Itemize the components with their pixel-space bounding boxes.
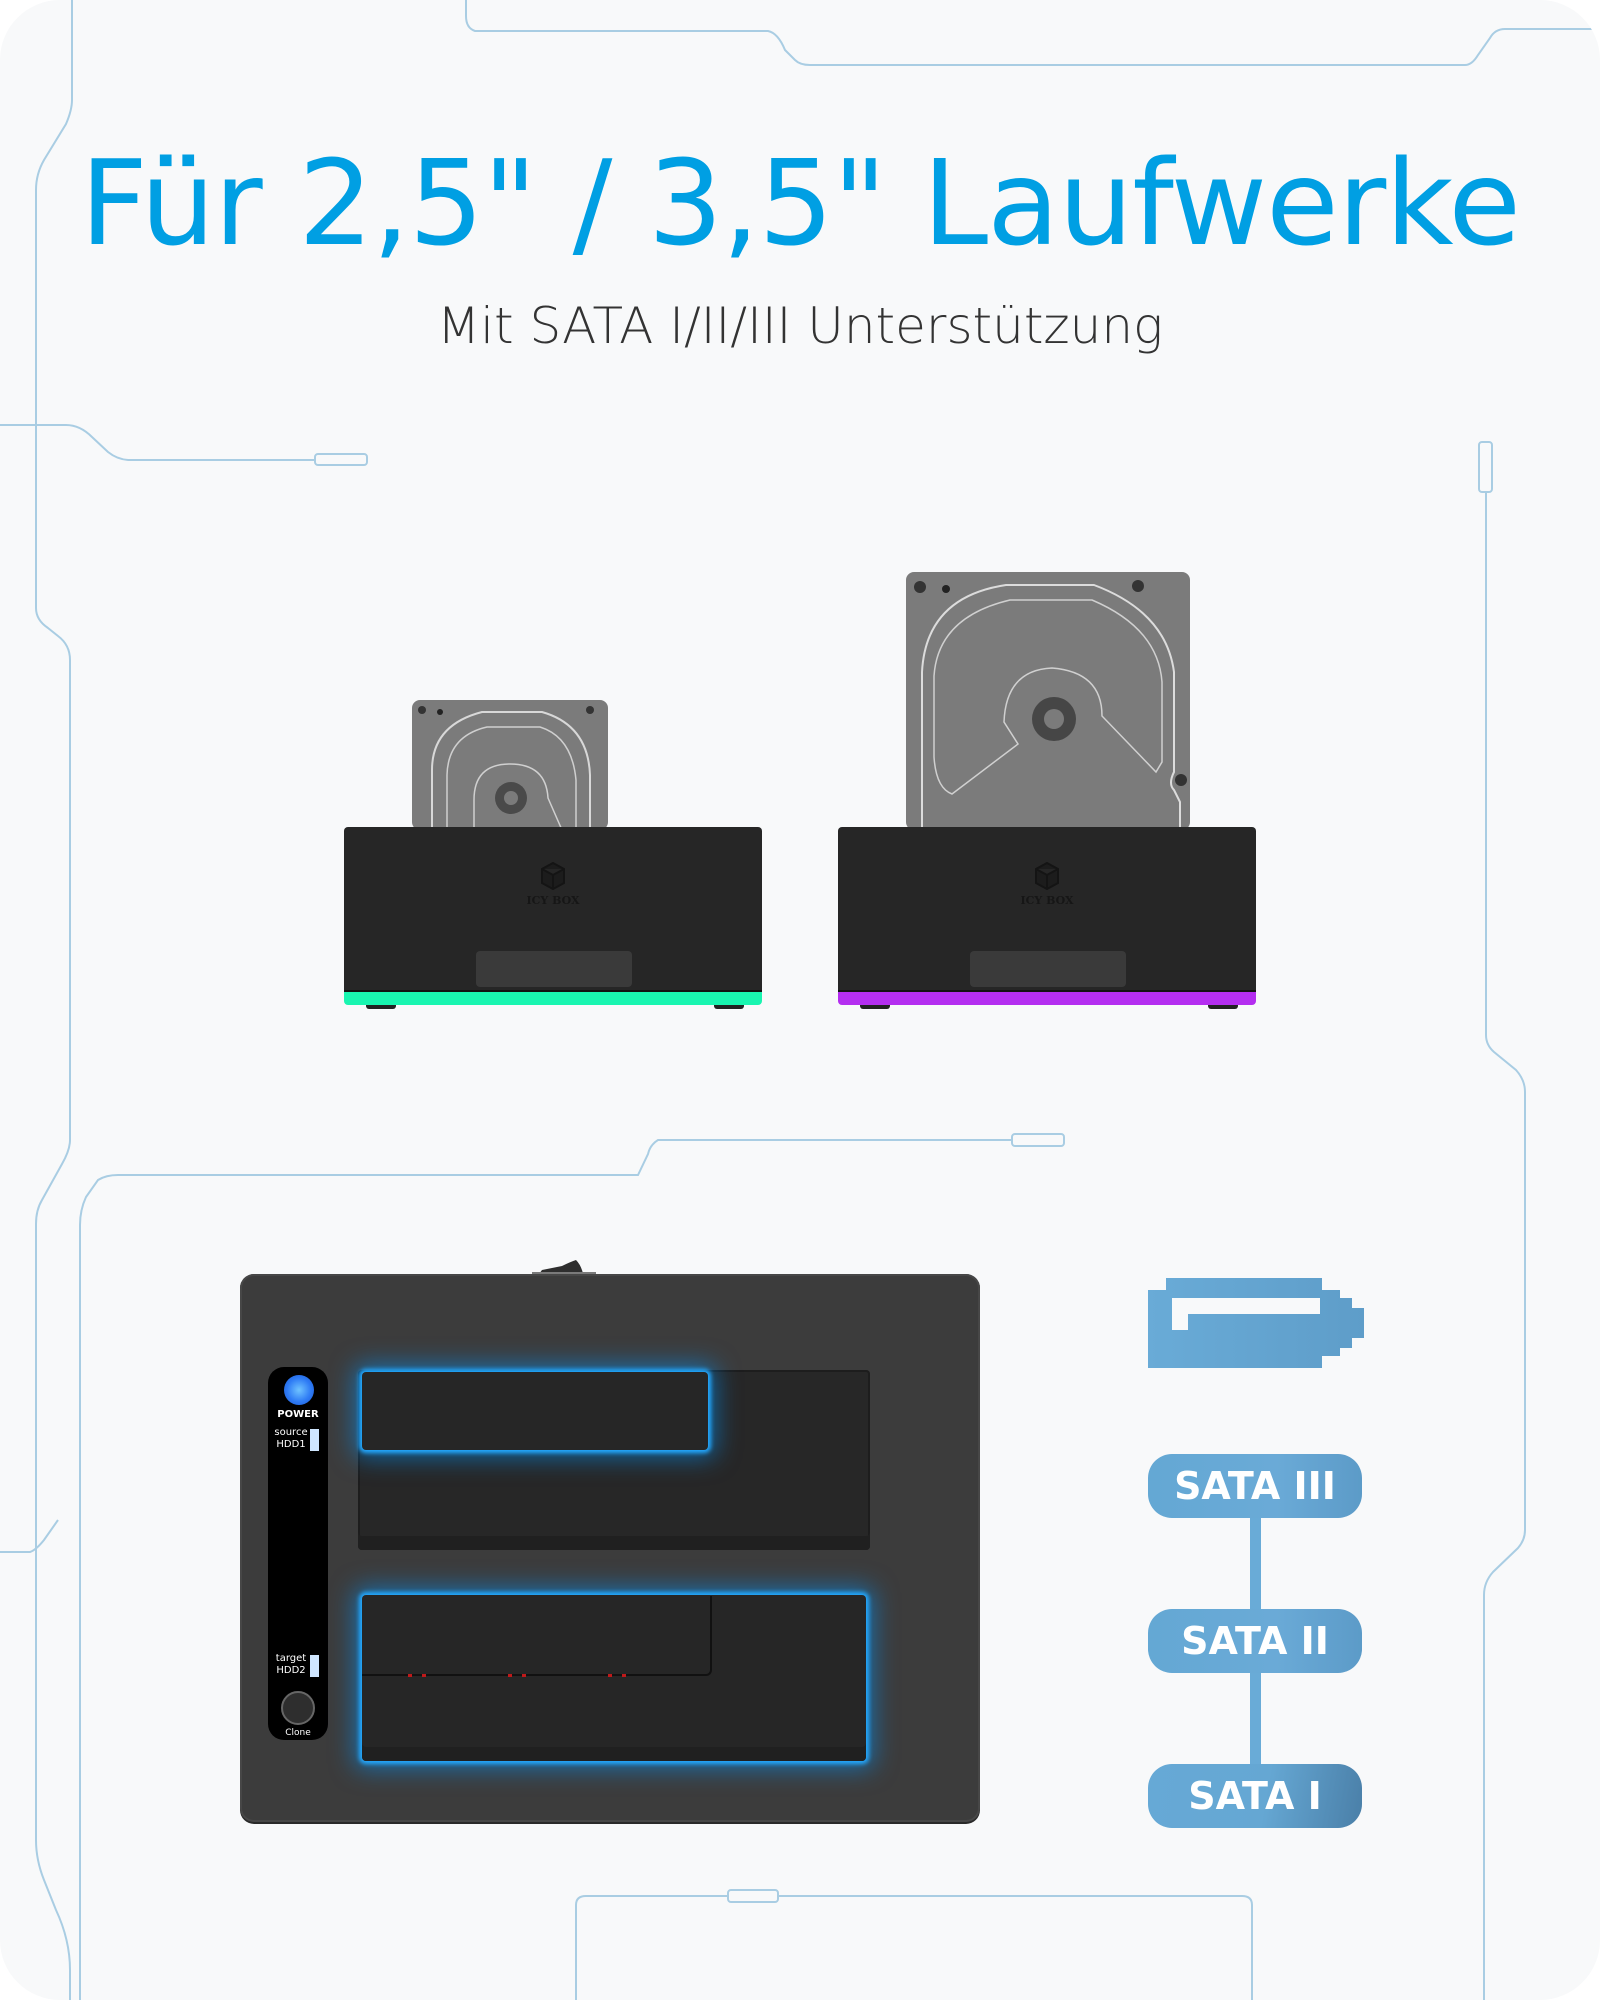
clone-label: Clone bbox=[285, 1728, 311, 1738]
power-label: POWER bbox=[277, 1409, 319, 1420]
drive-bay-bottom bbox=[362, 1595, 866, 1761]
power-led-icon bbox=[284, 1375, 314, 1405]
sata-iii-badge: SATA III bbox=[1148, 1454, 1362, 1518]
sata-connector-line bbox=[1250, 1642, 1261, 1770]
hdd1-led-icon bbox=[310, 1429, 319, 1451]
dock-foot bbox=[1208, 1005, 1238, 1009]
dock-foot bbox=[860, 1005, 890, 1009]
hdd-platter-icon bbox=[914, 580, 1187, 830]
headline: Für 2,5" / 3,5" Laufwerke bbox=[79, 134, 1521, 272]
dock-foot bbox=[714, 1005, 744, 1009]
drive-bay-top-cover bbox=[362, 1372, 708, 1450]
drive-bay-bottom-cover bbox=[362, 1596, 712, 1676]
hdd2-led-icon bbox=[310, 1655, 319, 1677]
hdd-3-5-inch bbox=[906, 572, 1190, 830]
led-strip-purple bbox=[838, 992, 1256, 1005]
dock-window bbox=[476, 951, 632, 987]
brand-logo: ICY BOX bbox=[1007, 862, 1087, 907]
single-dock-2-5-inch: ICY BOX bbox=[344, 700, 764, 1010]
target-label: target HDD2 bbox=[275, 1653, 307, 1676]
brand-logo: ICY BOX bbox=[513, 862, 593, 907]
subheadline: Mit SATA I/II/III Unterstützung bbox=[436, 297, 1164, 355]
sata-connector-icon bbox=[1148, 1278, 1364, 1368]
source-label: source HDD1 bbox=[274, 1427, 308, 1450]
dock-window bbox=[970, 951, 1126, 987]
led-strip-green bbox=[344, 992, 762, 1005]
dock-foot bbox=[366, 1005, 396, 1009]
hdd-platter-icon bbox=[418, 706, 594, 831]
single-dock-3-5-inch: ICY BOX bbox=[838, 570, 1258, 1010]
indicator-dots bbox=[408, 1674, 668, 1677]
hdd-2-5-inch bbox=[412, 700, 608, 831]
sata-ii-badge: SATA II bbox=[1148, 1609, 1362, 1673]
clone-button[interactable] bbox=[281, 1691, 315, 1725]
sata-i-badge: SATA I bbox=[1148, 1764, 1362, 1828]
control-panel: POWER source HDD1 target HDD2 Clone bbox=[268, 1367, 328, 1740]
sata-connector-line bbox=[1250, 1490, 1261, 1620]
